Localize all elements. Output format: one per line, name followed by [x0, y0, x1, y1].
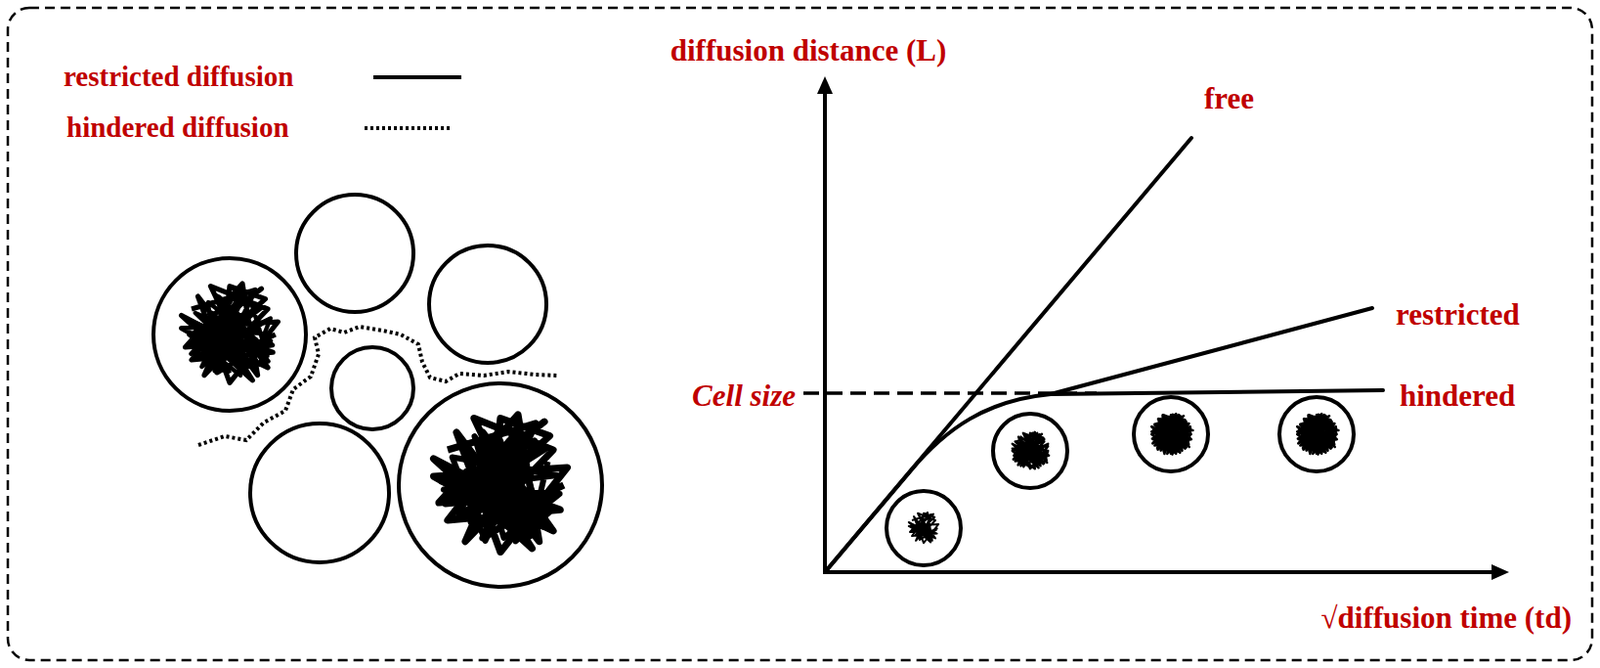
cell-icons [886, 396, 1354, 565]
curve-label: hindered [1399, 379, 1515, 413]
curves [824, 137, 1384, 572]
reference-label: Cell size [691, 379, 796, 413]
legend-line-dotted [364, 126, 453, 130]
restricted-paths [181, 283, 580, 563]
axis-title: diffusion distance (L) [670, 34, 947, 68]
hindered-path [198, 326, 560, 445]
legend-text: restricted diffusion [63, 61, 294, 93]
axis-title: √diffusion time (td) [1321, 601, 1572, 635]
cell-icon-scribbles [908, 405, 1345, 543]
curve-label: free [1204, 82, 1255, 116]
cells [153, 194, 603, 587]
legend-line-solid [373, 75, 462, 80]
curve-label: restricted [1395, 298, 1520, 332]
legend-text: hindered diffusion [66, 112, 290, 144]
frame [7, 7, 1593, 660]
